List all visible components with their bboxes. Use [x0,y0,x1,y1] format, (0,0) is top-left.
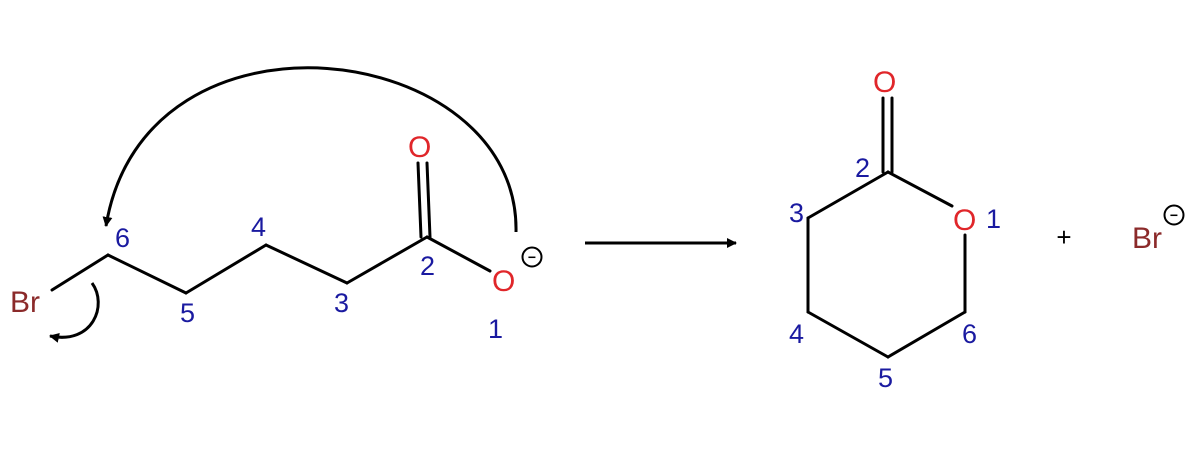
bond-c4-c5 [806,310,890,359]
nucleophilic-attack-arrow [102,66,518,233]
bond-c6-c5 [106,253,188,295]
product-locant-o1: 1 [986,204,1001,234]
bond-c5-c4 [184,243,268,295]
bromine-atom: Br [10,286,40,319]
locant-c5: 5 [180,298,195,328]
locant-c2: 2 [420,251,435,281]
locant-c4: 4 [251,212,266,242]
charge-circle [521,246,543,268]
anion-charge: − [521,246,543,268]
anion-oxygen-atom: O [492,265,515,298]
leaving-group-arrow [49,282,100,343]
product-carbonyl-oxygen-atom: O [873,66,896,99]
charge-sign: − [528,249,536,265]
product-locant-c4: 4 [789,319,804,349]
bromide-charge-sign: − [1170,207,1178,223]
bond-c4-c3 [264,243,349,285]
bond-c2-c3 [806,170,890,220]
product-locant-c3: 3 [789,198,804,228]
bond-c5-c6 [886,310,967,359]
plus-sign: + [1056,222,1071,252]
product-locant-c2: 2 [855,153,870,183]
bond-c2-o-double-a [416,161,423,239]
locant-c3: 3 [334,288,349,318]
carbonyl-oxygen-atom: O [408,131,431,164]
ring-oxygen-atom: O [953,204,976,237]
locant-o1: 1 [488,314,503,344]
bond-o1-c2 [886,170,954,208]
bond-c2-o-double-b [425,161,432,239]
product-molecule [806,96,967,359]
bond-br-c6 [50,253,110,292]
bromide-charge-circle [1163,204,1185,226]
product-locant-c5: 5 [878,363,893,393]
product-locant-c6: 6 [962,319,977,349]
bromide-atom: Br [1132,222,1162,255]
bond-c2-o1 [425,235,492,273]
bond-c3-c2 [345,235,429,285]
bromide-charge: − [1163,204,1185,226]
reactant-molecule [50,161,492,295]
locant-c6: 6 [115,223,130,253]
